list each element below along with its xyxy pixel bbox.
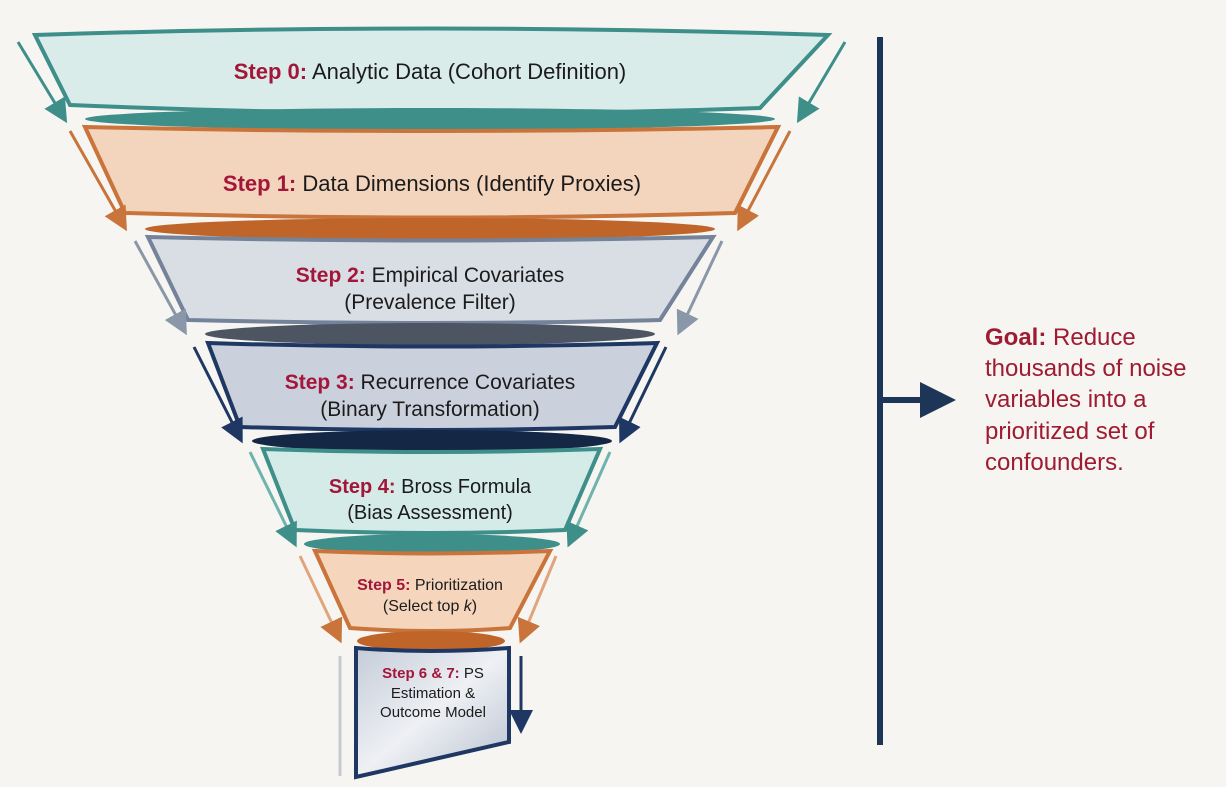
- step-3-label: Step 3: Recurrence Covariates(Binary Tra…: [284, 371, 576, 422]
- step-1-label: Step 1: Data Dimensions (Identify Proxie…: [222, 171, 642, 196]
- goal-text: Goal: Reduce thousands of noise variable…: [985, 324, 1187, 476]
- layer-step-3: [205, 340, 661, 452]
- step-5-label: Step 5: Prioritization(Select top k): [357, 577, 503, 615]
- layer-step-1: [81, 124, 782, 240]
- right-flow-arrows: [509, 41, 847, 734]
- layer-step-4: [260, 446, 604, 554]
- step-4-label: Step 4: Bross Formula(Bias Assessment): [328, 476, 532, 524]
- step-2-label: Step 2: Empirical Covariates(Prevalence …: [295, 264, 565, 315]
- layer-step-0: [31, 26, 833, 130]
- left-flow-arrows: [16, 41, 343, 776]
- layer-step-5: [311, 548, 554, 651]
- layer-step-6-7: [354, 645, 511, 780]
- layer-step-2: [144, 234, 717, 345]
- step-0-label: Step 0: Analytic Data (Cohort Definition…: [233, 59, 627, 84]
